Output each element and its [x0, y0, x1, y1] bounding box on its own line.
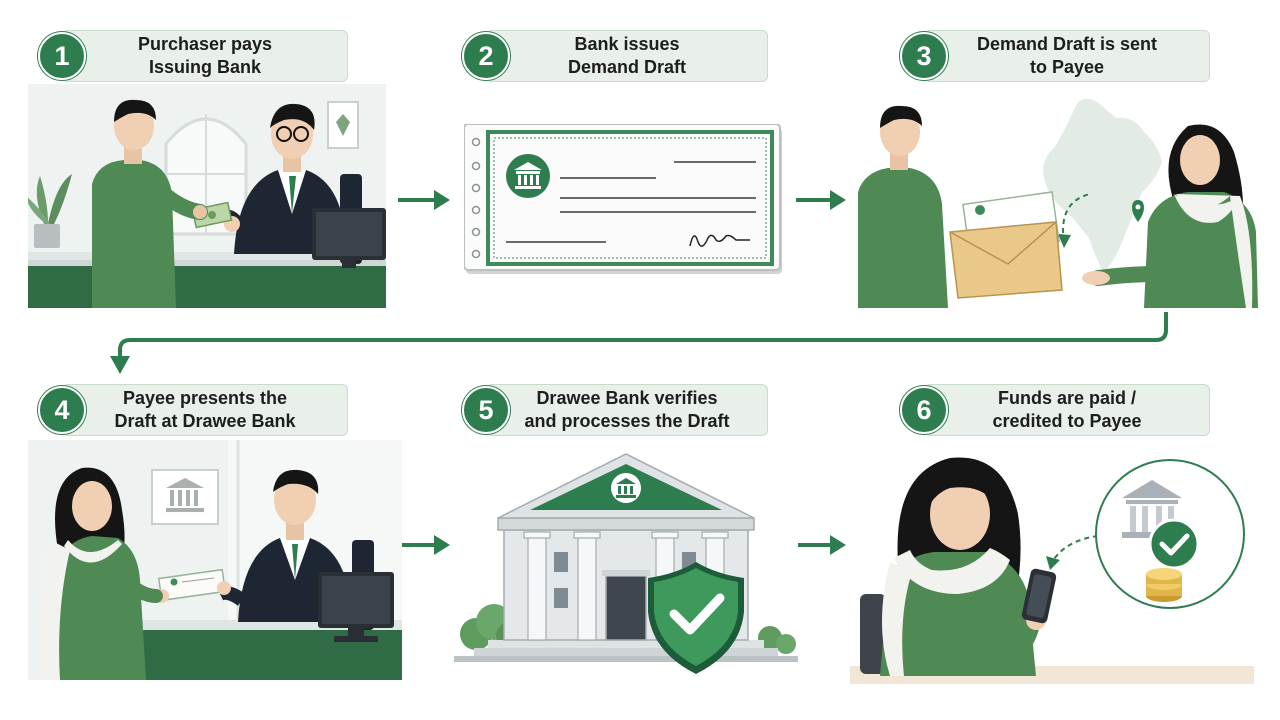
step-3-header: Demand Draft is sent to Payee 3 — [900, 30, 1210, 82]
step-4-number: 4 — [38, 386, 86, 434]
step-2-number: 2 — [462, 32, 510, 80]
panel-payee-presents — [28, 440, 402, 680]
check-icon — [1150, 520, 1198, 568]
step-1-header: Purchaser pays Issuing Bank 1 — [38, 30, 348, 82]
bank-icon — [506, 154, 550, 198]
panel-drawee-bank — [454, 448, 798, 680]
panel-purchaser-pays — [28, 84, 386, 308]
panel-draft-sent — [858, 92, 1258, 308]
envelope-illustration — [950, 192, 1062, 298]
panel-funds-paid — [850, 444, 1254, 684]
step-4-header: Payee presents the Draft at Drawee Bank … — [38, 384, 348, 436]
step-5-header: Drawee Bank verifies and processes the D… — [462, 384, 768, 436]
step-2-label: Bank issues Demand Draft — [486, 30, 768, 82]
arrow-2-to-3 — [796, 190, 846, 210]
step-6-label: Funds are paid / credited to Payee — [924, 384, 1210, 436]
row-connector — [110, 312, 1166, 374]
arrow-5-to-6 — [796, 535, 846, 555]
step-5-number: 5 — [462, 386, 510, 434]
arrow-1-to-2 — [398, 190, 450, 210]
coin-stack-icon — [1146, 568, 1182, 602]
step-2-header: Bank issues Demand Draft 2 — [462, 30, 768, 82]
bank-icon — [152, 470, 218, 524]
monitor-illustration — [312, 208, 386, 268]
step-3-number: 3 — [900, 32, 948, 80]
step-1-number: 1 — [38, 32, 86, 80]
arrow-4-to-5 — [398, 535, 450, 555]
step-3-label: Demand Draft is sent to Payee — [924, 30, 1210, 82]
panel-demand-draft — [464, 124, 784, 276]
step-6-header: Funds are paid / credited to Payee 6 — [900, 384, 1210, 436]
step-1-label: Purchaser pays Issuing Bank — [62, 30, 348, 82]
bank-icon — [611, 473, 641, 503]
step-4-label: Payee presents the Draft at Drawee Bank — [62, 384, 348, 436]
payment-confirmation — [1096, 460, 1244, 608]
step-5-label: Drawee Bank verifies and processes the D… — [486, 384, 768, 436]
step-6-number: 6 — [900, 386, 948, 434]
